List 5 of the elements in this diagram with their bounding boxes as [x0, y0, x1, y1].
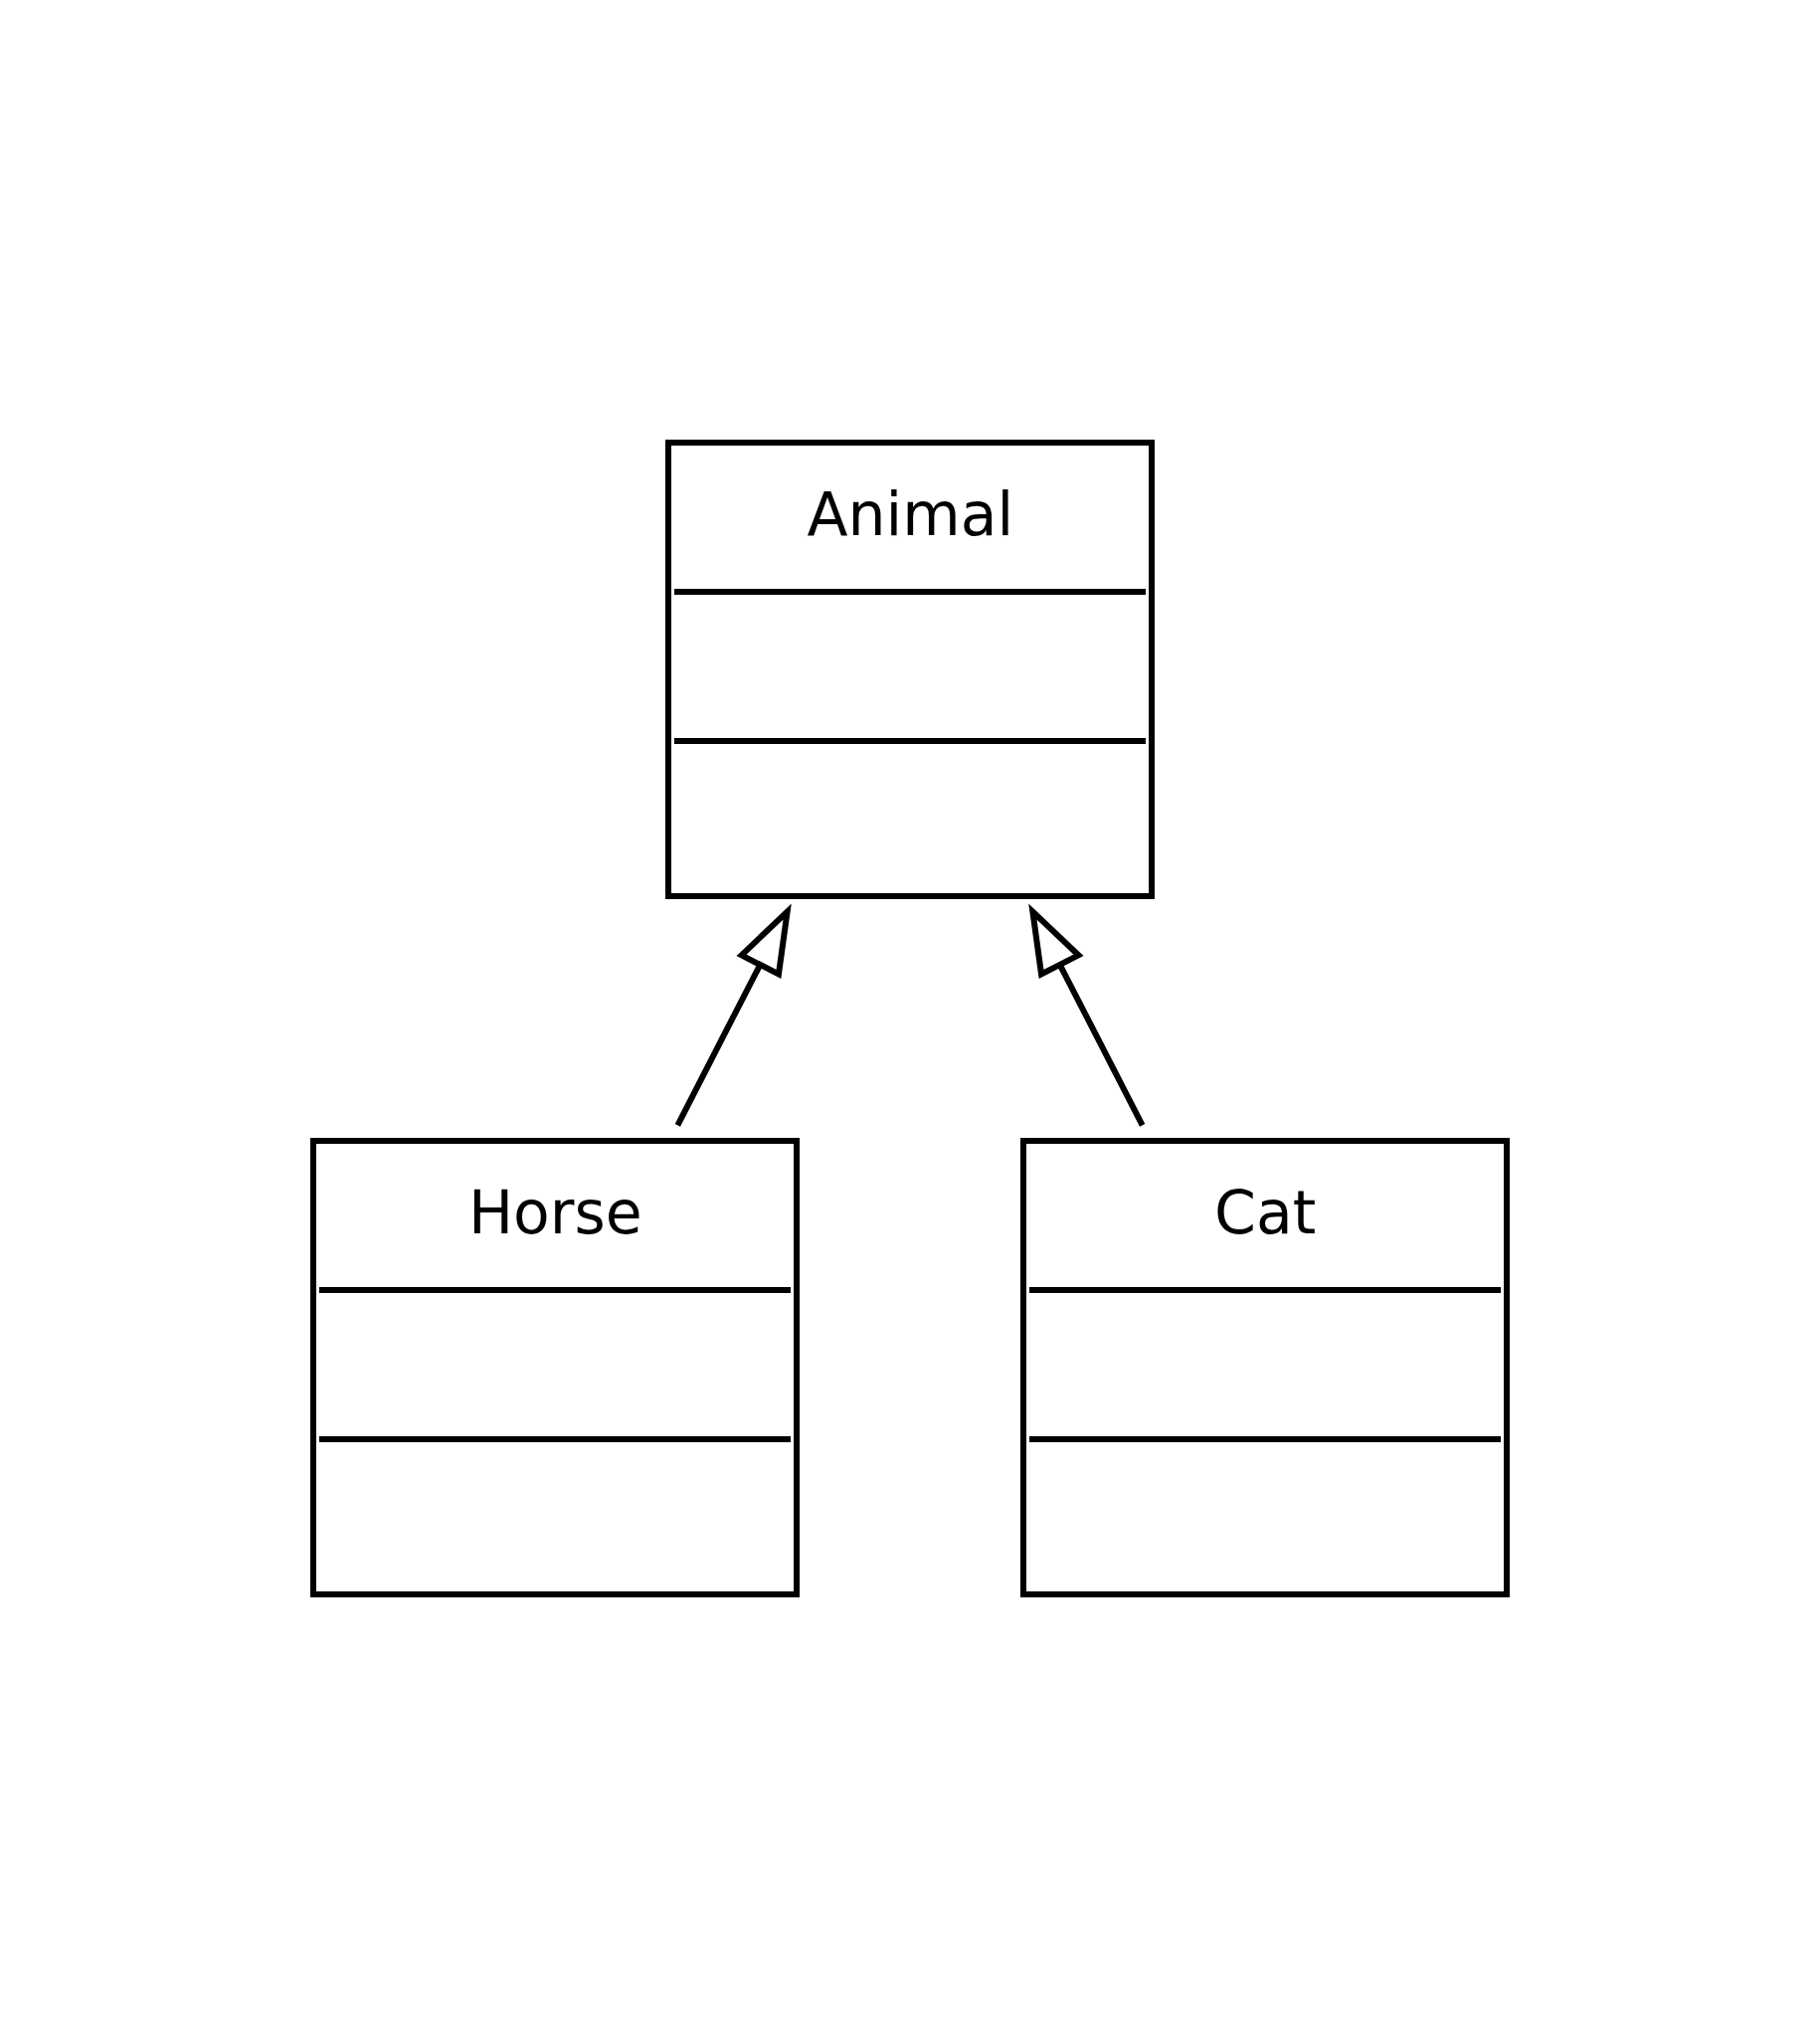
node-box: Horse	[310, 1138, 800, 1597]
node-box: Cat	[1020, 1138, 1510, 1597]
node-box: Animal	[665, 440, 1155, 899]
arrow	[674, 903, 792, 1127]
arrow	[1028, 903, 1146, 1127]
